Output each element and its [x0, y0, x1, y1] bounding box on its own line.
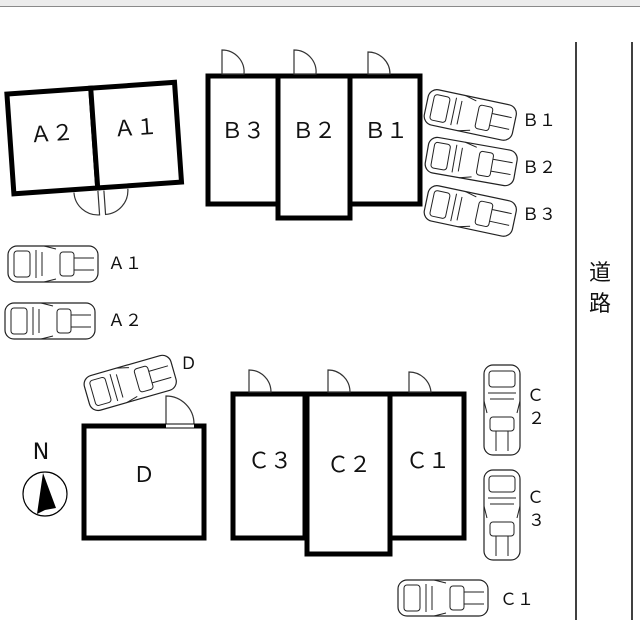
unit-b1-label: Ｂ１ — [364, 119, 408, 144]
parking-c3-label-a: Ｃ — [527, 488, 544, 508]
unit-b3 — [205, 73, 281, 207]
door-icon — [103, 188, 129, 216]
car-icon — [397, 579, 489, 617]
window-top-bar — [0, 0, 640, 7]
parking-c3-label-b: ３ — [528, 511, 545, 531]
door-icon — [248, 369, 272, 393]
parking-c2-label-a: Ｃ — [527, 386, 544, 406]
parking-d-label: Ｄ — [180, 354, 197, 374]
unit-b2 — [275, 73, 353, 221]
unit-a2-label: Ａ２ — [29, 121, 75, 149]
compass-icon: N — [22, 440, 68, 517]
door-icon — [408, 371, 432, 393]
unit-b1 — [347, 73, 423, 207]
road: 道 路 — [575, 42, 633, 620]
road-label-2: 路 — [589, 292, 611, 317]
unit-a1 — [88, 79, 185, 191]
car-icon — [483, 364, 521, 456]
parking-c: Ｃ ２ Ｃ ３ Ｃ１ — [397, 364, 545, 617]
unit-c1-label: Ｃ１ — [406, 449, 450, 474]
road-label-1: 道 — [589, 261, 611, 286]
car-icon — [7, 245, 99, 283]
building-b: Ｂ３ Ｂ２ Ｂ１ — [205, 49, 423, 221]
parking-c2-label-b: ２ — [528, 409, 545, 429]
parking-a: Ａ１ Ａ２ — [4, 245, 142, 340]
car-icon — [483, 469, 521, 561]
unit-c2 — [304, 391, 393, 557]
parking-b1-label: Ｂ１ — [522, 111, 556, 131]
door-icon — [165, 395, 195, 425]
car-icon — [81, 352, 180, 414]
door-icon — [293, 49, 317, 75]
door-icon — [221, 49, 245, 75]
building-d: Ｄ Ｄ — [81, 352, 207, 541]
unit-b3-label: Ｂ３ — [221, 119, 265, 144]
door-icon — [367, 51, 391, 75]
unit-d-label: Ｄ — [133, 463, 155, 488]
building-a: Ａ２ Ａ１ — [4, 79, 185, 216]
parking-b3-label: Ｂ３ — [522, 205, 556, 225]
unit-c3-label: Ｃ３ — [248, 449, 292, 474]
car-icon — [421, 87, 519, 143]
unit-a1-label: Ａ１ — [113, 115, 159, 143]
door-icon — [327, 369, 351, 393]
door-icon — [73, 190, 101, 216]
unit-b2-label: Ｂ２ — [292, 119, 336, 144]
car-icon — [421, 183, 519, 239]
parking-b: Ｂ１ Ｂ２ Ｂ３ — [421, 87, 556, 239]
car-icon — [423, 135, 520, 188]
parking-a2-label: Ａ２ — [108, 311, 142, 331]
building-c: Ｃ３ Ｃ２ Ｃ１ — [230, 369, 467, 557]
parking-a1-label: Ａ１ — [108, 254, 142, 274]
parking-c1-label: Ｃ１ — [500, 590, 534, 610]
car-icon — [4, 302, 96, 340]
north-label: N — [33, 440, 49, 465]
parking-b2-label: Ｂ２ — [522, 158, 556, 178]
unit-c2-label: Ｃ２ — [327, 453, 371, 478]
unit-d — [81, 423, 207, 541]
